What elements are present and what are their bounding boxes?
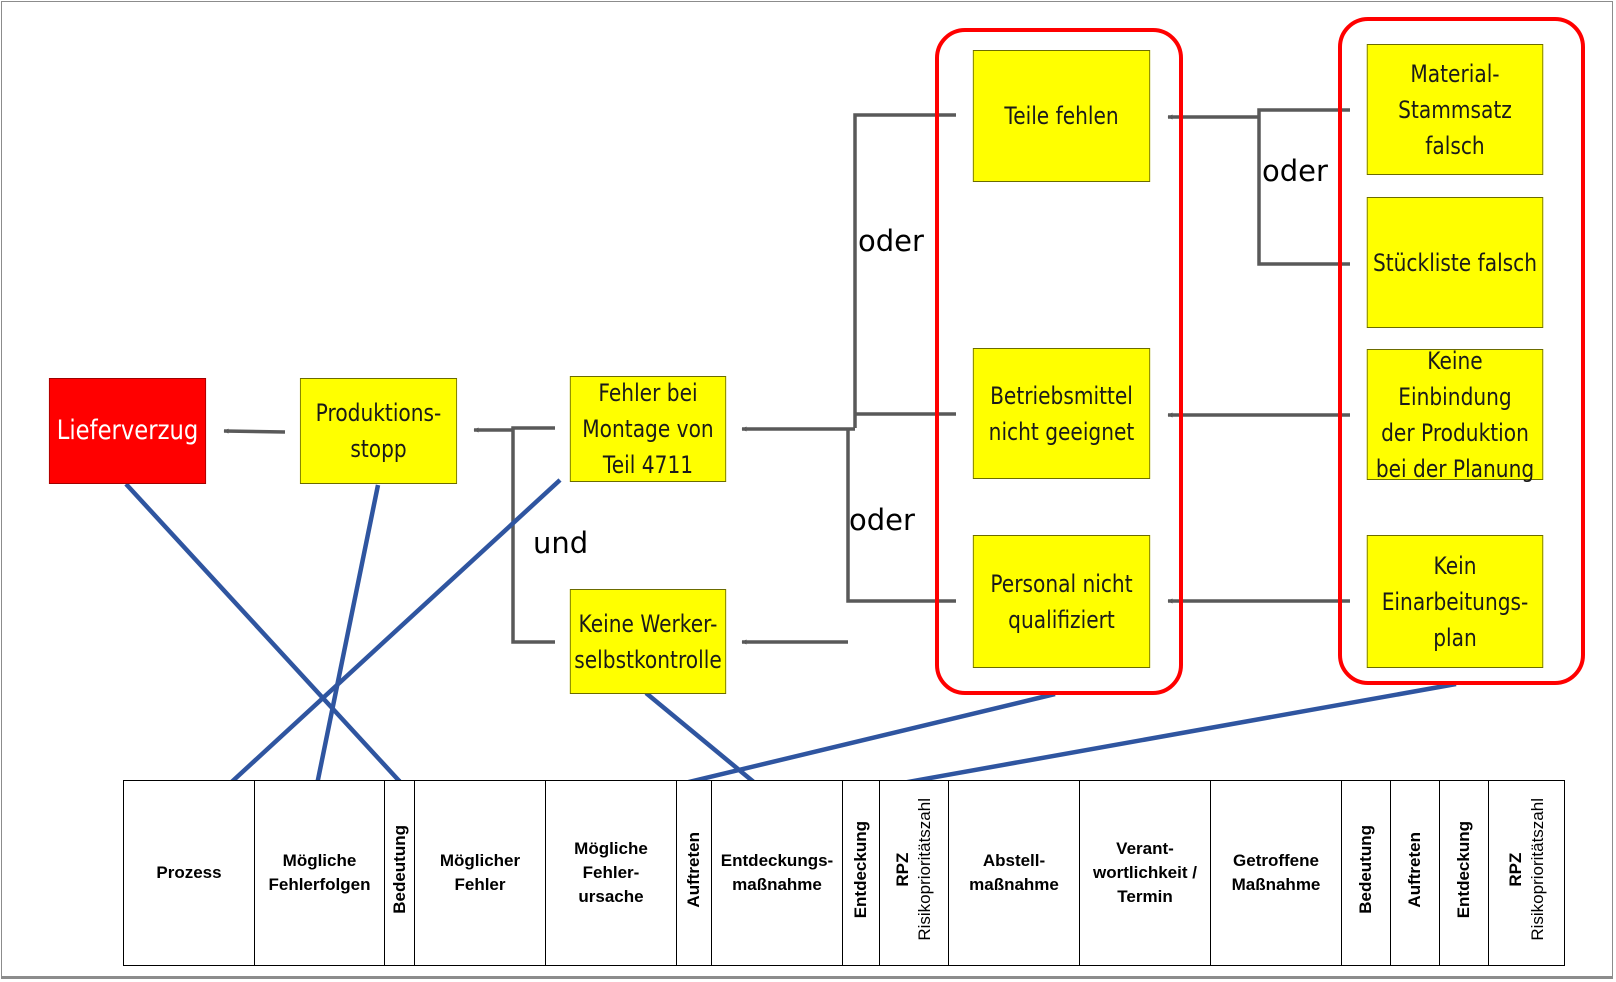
box-stueckliste: Stückliste falsch <box>1366 197 1544 328</box>
col-auftreten-label: Auftreten <box>684 831 703 908</box>
box-betriebsmittel: Betriebsmittel nicht geeignet <box>972 348 1151 479</box>
connector-personal <box>846 428 956 603</box>
label-oder-right: oder <box>1262 154 1328 188</box>
box-keine-einbindung: Keine Einbindung der Produktion bei der … <box>1366 347 1544 483</box>
box-produktionsstopp: Produktions- stopp <box>299 378 458 484</box>
col-moegliche-fehlerursache: Mögliche Fehler- ursache <box>545 780 677 966</box>
col-getroffene-massnahme: Getroffene Maßnahme <box>1210 780 1342 966</box>
col-bedeutung-label: Bedeutung <box>389 825 409 914</box>
col-entdeckungsmassnahme: Entdeckungs- maßnahme <box>711 780 843 966</box>
connector-produktionsstopp-lieferverzug <box>223 428 286 434</box>
box-keine-werkerselbstkontrolle: Keine Werker- selbstkontrolle <box>569 589 727 694</box>
col-bedeutung: Bedeutung <box>384 780 415 966</box>
col-entdeckung-2: Entdeckung <box>1439 780 1489 966</box>
mapping-arrow-lieferverzug-bedeutung <box>124 482 404 786</box>
col-bedeutung-2: Bedeutung <box>1341 780 1391 966</box>
box-einarbeitungsplan: Kein Einarbeitungs- plan <box>1366 535 1544 668</box>
fmea-header-row: Prozess Mögliche Fehlerfolgen Bedeutung … <box>123 780 1565 966</box>
col-auftreten-2: Auftreten <box>1390 780 1440 966</box>
col-auftreten-2-label: Auftreten <box>1405 831 1424 908</box>
mapping-arrow-produktionsstopp-fehlerfolgen <box>308 484 381 815</box>
box-teile-fehlen: Teile fehlen <box>972 50 1151 182</box>
col-prozess: Prozess <box>123 780 255 966</box>
box-personal: Personal nicht qualifiziert <box>972 535 1151 668</box>
connector-fehler-montage <box>511 426 555 644</box>
rpz-2-fullname: Risikoprioritätszahl <box>1527 798 1547 941</box>
rpz-fullname: Risikoprioritätszahl <box>915 798 934 941</box>
col-moegliche-fehlerfolgen: Mögliche Fehlerfolgen <box>254 780 385 966</box>
rpz-abbrev: RPZ <box>893 852 912 887</box>
col-entdeckung-label: Entdeckung <box>851 820 870 919</box>
label-und: und <box>533 526 589 560</box>
label-oder-mid: oder <box>849 503 915 537</box>
fmea-form-table: Prozess Mögliche Fehlerfolgen Bedeutung … <box>123 780 1565 966</box>
col-abstellmassnahme: Abstell- maßnahme <box>948 780 1080 966</box>
col-auftreten: Auftreten <box>676 780 712 966</box>
box-lieferverzug: Lieferverzug <box>48 378 207 484</box>
cause-group-outline <box>1338 17 1585 685</box>
box-fehler-montage: Fehler bei Montage von Teil 4711 <box>569 376 727 482</box>
col-bedeutung-2-label: Bedeutung <box>1356 825 1375 914</box>
connector-teile-fehlen <box>853 113 956 428</box>
col-entdeckung-2-label: Entdeckung <box>1454 820 1473 919</box>
col-entdeckung: Entdeckung <box>842 780 880 966</box>
connector-material <box>1257 108 1350 266</box>
label-oder-top: oder <box>858 224 924 258</box>
box-materialstammsatz: Material- Stammsatz falsch <box>1366 44 1544 175</box>
failure-group-outline <box>935 28 1183 695</box>
rpz-2-abbrev: RPZ <box>1505 852 1525 887</box>
col-verantwortlichkeit: Verant- wortlichkeit / Termin <box>1079 780 1211 966</box>
col-moeglicher-fehler: Möglicher Fehler <box>414 780 546 966</box>
